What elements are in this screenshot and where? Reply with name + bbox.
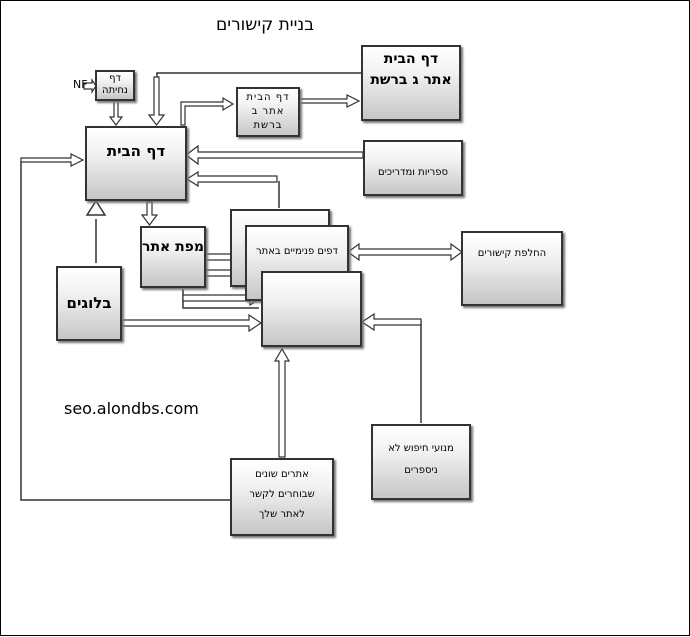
connector-line [20,161,231,501]
connector-arrow [108,100,124,126]
watermark-text: seo.alondbs.com [64,399,199,418]
internal-pages-label: דפים פנימיים באתר [255,246,338,257]
home-page-box: דף הבית [85,126,187,201]
home-site-b-box: דף הבית אתר ב ברשת [236,87,300,137]
home-site-b-label: דף הבית אתר ב ברשת [246,92,290,131]
target-box [261,271,362,347]
connector-arrow [140,201,159,226]
connector-arrow [185,170,278,188]
site-map-box: מפת אתר [140,226,206,288]
home-page-label: דף הבית [106,142,166,160]
search-engines-label: מנועי חיפוש לא ניספרים [388,443,454,476]
blogs-box: בלוגים [56,266,122,341]
blogs-label: בלוגים [66,294,112,312]
connector-line [156,72,361,77]
home-site-g-box: דף הבית אתר ג ברשת [361,45,461,121]
connector-arrow [298,94,361,108]
home-site-g-label: דף הבית אתר ג ברשת [370,51,452,88]
connector-arrow [147,76,166,126]
link-exchange-box: החלפת קישורים [461,231,563,306]
connector-arrow [20,153,85,167]
search-engines-box: מנועי חיפוש לא ניספרים [371,424,471,500]
connector-arrow [185,144,364,166]
connector-arrow [121,313,263,333]
various-sites-label: אתרים שונים שבוחרים לקשר לאתר שלך [249,469,315,520]
link-exchange-label: החלפת קישורים [477,248,547,259]
triangle-arrowhead [85,199,107,216]
libraries-box: ספריות ומדריכים [363,140,463,196]
connector-arrow [346,242,464,262]
various-sites-box: אתרים שונים שבוחרים לקשר לאתר שלך [230,458,334,536]
landing-page-box: דף נחיתה [95,70,135,101]
landing-page-label: דף נחיתה [102,73,128,96]
connector-arrow [360,312,422,332]
site-map-label: מפת אתר [142,239,204,255]
connector-arrow [83,78,97,94]
nf-label: NF [73,78,88,91]
libraries-label: ספריות ומדריכים [377,167,449,178]
connector-arrow [273,347,291,458]
diagram-title: בניית קישורים [216,15,315,35]
connector-arrow [180,96,235,126]
